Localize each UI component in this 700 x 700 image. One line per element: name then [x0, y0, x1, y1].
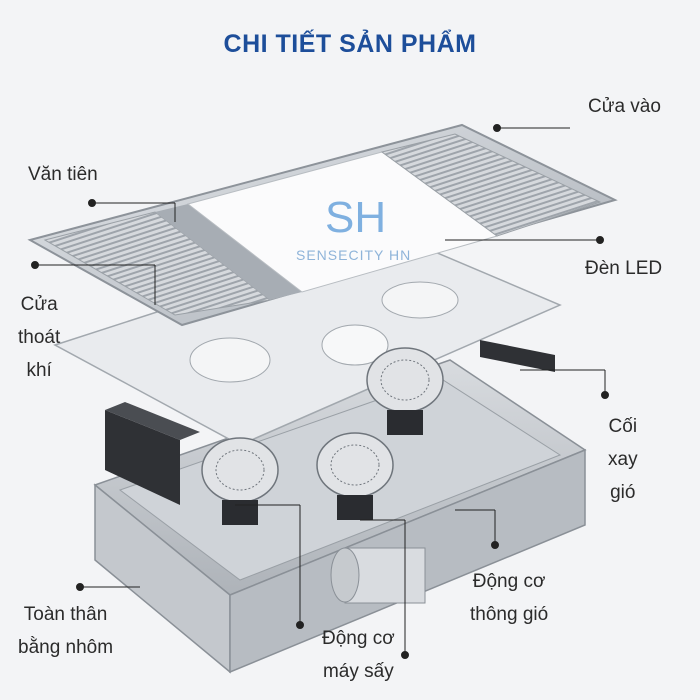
brand-logo: SH — [325, 193, 386, 242]
right-heater-block — [480, 340, 555, 372]
label-led: Đèn LED — [585, 258, 663, 279]
mounting-plate — [53, 234, 562, 446]
left-heater-block — [105, 402, 200, 505]
label-grille: Văn tiên — [28, 164, 98, 185]
label-dryer-motor: Động cơ máy sấy — [322, 628, 395, 682]
duct-outlet — [330, 547, 426, 604]
blower-fan-right — [366, 347, 444, 435]
leader-lines — [31, 124, 609, 659]
page-title: CHI TIẾT SẢN PHẨM — [223, 30, 477, 58]
top-panel — [27, 123, 618, 327]
label-fan: Cối xay gió — [608, 416, 638, 503]
blower-fan-center — [316, 432, 394, 520]
label-inlet: Cửa vào — [588, 96, 661, 117]
logo-text: SENSECITY HN — [296, 247, 412, 263]
label-vent-motor: Động cơ thông gió — [470, 571, 549, 625]
label-body: Toàn thân bằng nhôm — [18, 604, 114, 658]
label-exhaust: Cửa thoát khí — [18, 294, 61, 381]
blower-fan-left — [201, 437, 279, 525]
logo-monogram: SH — [325, 193, 386, 242]
